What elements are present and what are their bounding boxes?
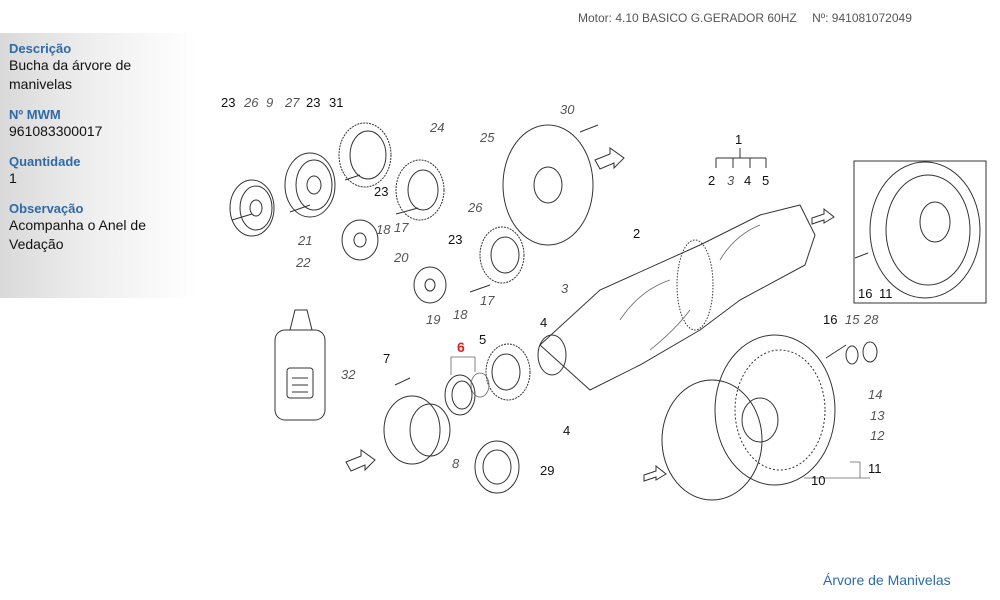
quantity-label: Quantidade — [9, 154, 81, 169]
crankshaft-group-link[interactable]: Árvore de Manivelas — [823, 572, 951, 588]
part-label-highlighted[interactable]: 6 — [457, 339, 465, 355]
damper-disc[interactable] — [502, 124, 594, 246]
part-label[interactable]: 4 — [540, 315, 547, 330]
pulley-toothed[interactable] — [338, 122, 392, 188]
part-label[interactable]: 18 — [453, 307, 468, 322]
part-label[interactable]: 5 — [762, 173, 769, 188]
part-label[interactable]: 27 — [284, 95, 300, 110]
part-label[interactable]: 13 — [870, 408, 885, 423]
motor-model: Motor: 4.10 BASICO G.GERADOR 60HZ — [578, 11, 797, 25]
part-label[interactable]: 26 — [467, 200, 483, 215]
pulley-middle[interactable] — [284, 152, 336, 218]
direction-arrows — [345, 147, 835, 482]
part-label[interactable]: 23 — [221, 95, 235, 110]
part-label[interactable]: 14 — [868, 387, 882, 402]
part-label[interactable]: 8 — [452, 456, 460, 471]
part-label[interactable]: 31 — [329, 95, 343, 110]
pulley-front[interactable] — [229, 179, 275, 237]
part-label[interactable]: 2 — [708, 173, 715, 188]
part-label[interactable]: 1 — [735, 132, 742, 147]
quantity-value: 1 — [9, 170, 17, 186]
engine-header: Motor: 4.10 BASICO G.GERADOR 60HZ Nº: 94… — [578, 11, 912, 25]
gear[interactable] — [485, 343, 531, 401]
timing-pulley[interactable] — [395, 159, 445, 221]
part-label[interactable]: 2 — [633, 226, 640, 241]
part-label[interactable]: 17 — [394, 220, 409, 235]
part-label[interactable]: 32 — [341, 367, 356, 382]
part-labels: 23 26 9 27 23 31 24 25 30 1 2 3 4 5 2 23… — [221, 95, 893, 488]
part-label[interactable]: 4 — [744, 173, 751, 188]
part-label[interactable]: 23 — [306, 95, 320, 110]
part-label[interactable]: 11 — [868, 461, 882, 476]
part-label[interactable]: 3 — [561, 281, 569, 296]
description-value: Bucha da árvore de manivelas — [9, 57, 132, 92]
inset-flywheel-box[interactable] — [853, 160, 987, 304]
bolts — [231, 124, 869, 359]
part-label[interactable]: 16 — [858, 286, 872, 301]
part-label[interactable]: 16 — [823, 312, 837, 327]
front-cover[interactable] — [383, 377, 451, 465]
part-label[interactable]: 29 — [540, 463, 554, 478]
motor-number: Nº: 941081072049 — [812, 11, 912, 25]
part-label[interactable]: 21 — [297, 233, 312, 248]
part-label[interactable]: 7 — [383, 351, 390, 366]
description-label: Descrição — [9, 41, 72, 56]
part-label[interactable]: 9 — [266, 95, 273, 110]
note-label: Observação — [9, 201, 84, 216]
part-label[interactable]: 10 — [811, 473, 825, 488]
part-label[interactable]: 3 — [727, 173, 735, 188]
part-label[interactable]: 25 — [479, 130, 495, 145]
part-label[interactable]: 22 — [295, 255, 311, 270]
flywheel[interactable] — [661, 334, 878, 501]
part-label[interactable]: 4 — [563, 423, 570, 438]
item6-bracket — [450, 356, 476, 375]
part-label[interactable]: 18 — [376, 222, 391, 237]
crankshaft-bushing[interactable] — [444, 372, 490, 416]
part-label[interactable]: 28 — [863, 312, 879, 327]
assembly-bracket — [715, 148, 767, 168]
part-label[interactable]: 26 — [243, 95, 259, 110]
part-label[interactable]: 5 — [479, 332, 486, 347]
part-label[interactable]: 11 — [879, 286, 893, 301]
crankshaft[interactable] — [537, 204, 816, 391]
part-label[interactable]: 30 — [560, 102, 575, 117]
part-label[interactable]: 15 — [845, 312, 860, 327]
part-label[interactable]: 24 — [429, 120, 444, 135]
note-value: Acompanha o Anel de Vedação — [9, 217, 146, 252]
pulley-lower[interactable] — [479, 226, 525, 284]
hub-small[interactable] — [341, 219, 447, 304]
mwm-label: Nº MWM — [9, 107, 61, 122]
item11-bracket — [804, 461, 870, 479]
part-label[interactable]: 12 — [870, 428, 885, 443]
part-label[interactable]: 23 — [374, 184, 388, 199]
part-label[interactable]: 23 — [448, 232, 462, 247]
mwm-value: 961083300017 — [9, 123, 103, 139]
part-info-panel: Descrição Bucha da árvore de manivelas N… — [0, 33, 196, 298]
part-label[interactable]: 19 — [426, 312, 440, 327]
part-label[interactable]: 20 — [393, 250, 409, 265]
part-label[interactable]: 17 — [480, 293, 495, 308]
sealant-tube[interactable] — [274, 309, 326, 421]
gasket-29[interactable] — [474, 440, 520, 494]
